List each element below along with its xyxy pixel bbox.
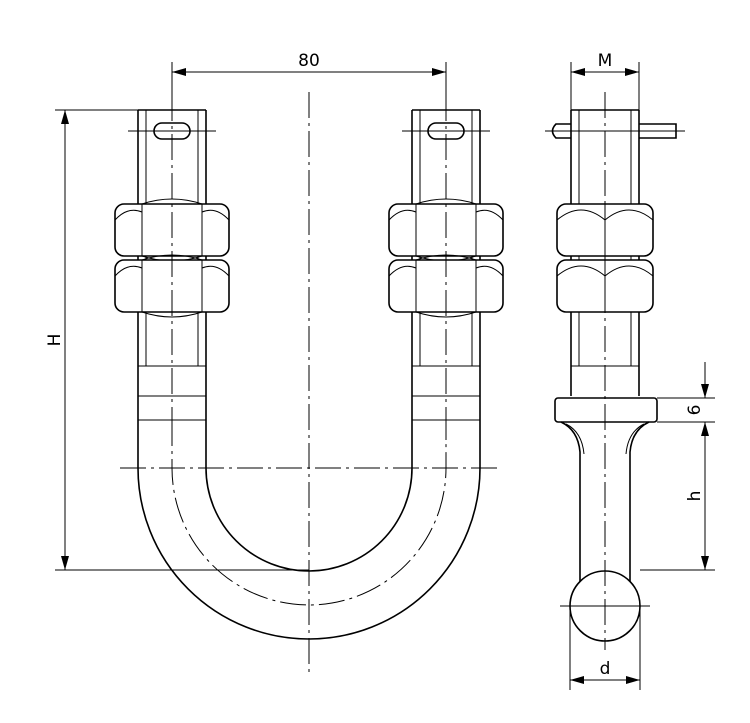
washer-plate (554, 397, 658, 423)
dimension-h: h (640, 422, 715, 571)
dimension-M: M (570, 51, 640, 110)
front-view: 80 H (45, 51, 504, 675)
cotter-pin (545, 123, 685, 139)
dimension-6-label: 6 (685, 405, 705, 416)
dimension-80: 80 (171, 51, 447, 110)
dimension-80-label: 80 (298, 51, 320, 71)
dimension-M-label: M (598, 51, 613, 71)
rod-flare (560, 421, 650, 596)
dimension-d-label: d (600, 659, 611, 679)
dimension-H: H (45, 109, 309, 571)
dimension-H-label: H (45, 334, 65, 347)
dimension-6: 6 (657, 362, 715, 423)
dimension-d: d (569, 610, 641, 690)
right-leg (388, 109, 504, 421)
side-view: M 6 h d (545, 51, 715, 690)
dimension-h-label: h (685, 491, 705, 502)
